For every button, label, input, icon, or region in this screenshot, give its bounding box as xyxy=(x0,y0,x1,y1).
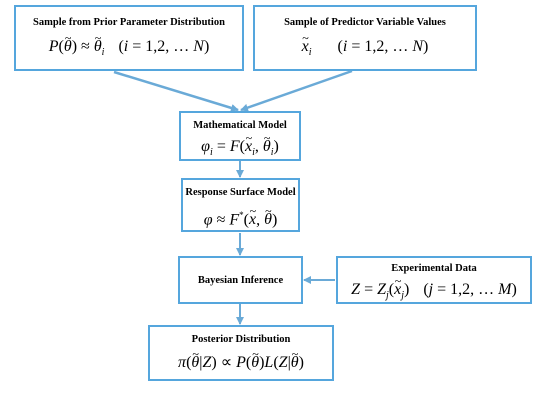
predictor-sample-equation: xi(i = 1,2, … N) xyxy=(255,37,475,63)
response-surface-box: Response Surface Model φ ≈ F*(x, θ) xyxy=(181,178,300,232)
experimental-data-box: Experimental Data Z = Zj(xj)(j = 1,2, … … xyxy=(336,256,532,304)
mathematical-model-title: Mathematical Model xyxy=(193,120,287,131)
arrow-predictor-to-model xyxy=(240,69,353,112)
response-surface-title: Response Surface Model xyxy=(185,187,296,198)
posterior-distribution-box: Posterior Distribution π(θ|Z) ∝ P(θ)L(Z|… xyxy=(148,325,334,381)
bayesian-inference-title: Bayesian Inference xyxy=(197,275,284,286)
prior-sample-title: Sample from Prior Parameter Distribution xyxy=(33,17,225,28)
arrow-prior-to-model xyxy=(113,70,239,112)
posterior-distribution-title: Posterior Distribution xyxy=(191,334,291,345)
bayesian-inference-box: Bayesian Inference xyxy=(178,256,303,304)
experimental-data-title: Experimental Data xyxy=(391,263,477,274)
posterior-distribution-equation: π(θ|Z) ∝ P(θ)L(Z|θ) xyxy=(150,353,332,373)
predictor-sample-box: Sample of Predictor Variable Values xi(i… xyxy=(253,5,477,71)
prior-sample-box: Sample from Prior Parameter Distribution… xyxy=(14,5,244,71)
predictor-sample-title: Sample of Predictor Variable Values xyxy=(284,17,446,28)
mathematical-model-equation: φi = F(xi, θi) xyxy=(181,137,299,163)
response-surface-equation: φ ≈ F*(x, θ) xyxy=(183,205,298,230)
mathematical-model-box: Mathematical Model φi = F(xi, θi) xyxy=(179,111,301,161)
experimental-data-equation: Z = Zj(xj)(j = 1,2, … M) xyxy=(338,280,530,306)
prior-sample-equation: P(θ) ≈ θi(i = 1,2, … N) xyxy=(16,37,242,63)
